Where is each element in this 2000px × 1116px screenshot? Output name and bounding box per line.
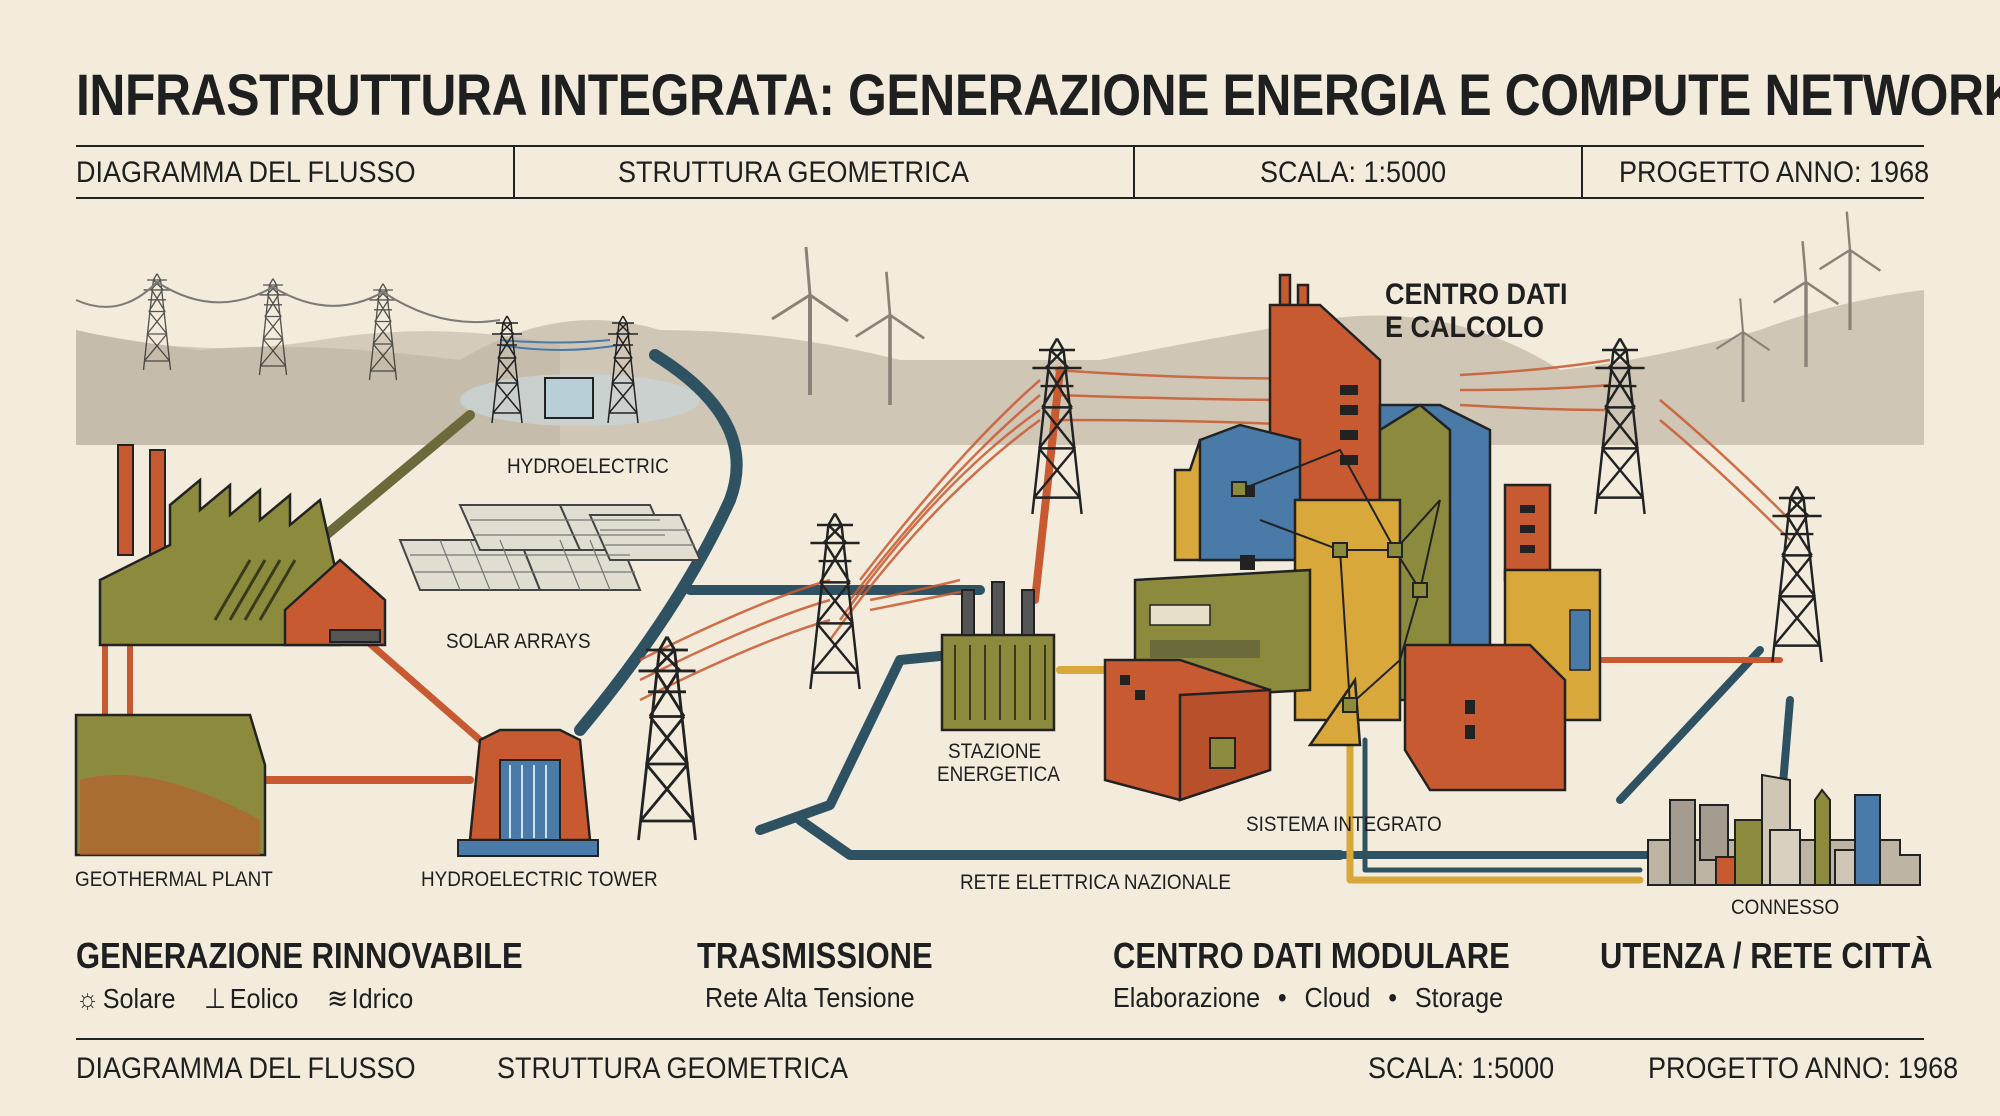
footer-rule xyxy=(76,1038,1924,1040)
datacenter-item-cloud: Cloud xyxy=(1304,982,1371,1013)
bullet-separator: • xyxy=(1277,982,1287,1013)
datacenter-item-processing: Elaborazione xyxy=(1113,982,1261,1013)
header-divider xyxy=(513,145,515,197)
data-center-cluster xyxy=(1103,273,1602,802)
header-scale-label: SCALA: 1:5000 xyxy=(1260,156,1447,189)
header-project-label: PROGETTO ANNO: 1968 xyxy=(1619,156,1930,189)
utility-title: UTENZA / RETE CITTÀ xyxy=(1600,935,1933,976)
national-grid-label: RETE ELETTRICA NAZIONALE xyxy=(960,871,1231,894)
header-divider xyxy=(1133,145,1135,197)
pylon xyxy=(1771,485,1823,664)
datacenter-item-storage: Storage xyxy=(1414,982,1504,1013)
integrated-system-label: SISTEMA INTEGRATO xyxy=(1246,813,1442,836)
header-top-rule xyxy=(76,145,1924,147)
bullet-separator: • xyxy=(1388,982,1398,1013)
transmission-title: TRASMISSIONE xyxy=(697,935,933,976)
building-windows xyxy=(1120,385,1591,769)
hydroelectric-label: HYDROELECTRIC xyxy=(507,455,669,478)
network-nodes xyxy=(1231,448,1441,713)
solar-arrays xyxy=(398,504,702,591)
footer-project-label: PROGETTO ANNO: 1968 xyxy=(1648,1052,1959,1085)
geothermal-factory xyxy=(74,444,387,857)
generation-item-water: Idrico xyxy=(351,983,414,1014)
grid-lines xyxy=(102,349,1794,884)
energy-station-label-line2: ENERGETICA xyxy=(937,763,1060,786)
footer-flow-label: DIAGRAMMA DEL FLUSSO xyxy=(76,1052,416,1085)
solar-arrays-label: SOLAR ARRAYS xyxy=(446,630,591,653)
transmission-subtitle: Rete Alta Tensione xyxy=(705,982,915,1013)
header-bottom-rule xyxy=(76,197,1924,199)
datacenter-title: CENTRO DATI MODULARE xyxy=(1113,935,1510,976)
energy-station-label-line1: STAZIONE xyxy=(948,740,1042,763)
sun-icon: ☼ xyxy=(76,983,100,1014)
datacenter-items: Elaborazione • Cloud • Storage xyxy=(1113,982,1503,1014)
data-center-label-line1: CENTRO DATI xyxy=(1385,278,1568,311)
wind-icon: ⊥ xyxy=(204,983,227,1014)
generation-item-solar: Solare xyxy=(102,983,176,1014)
connected-label: CONNESSO xyxy=(1731,896,1840,919)
header-divider xyxy=(1581,145,1583,197)
data-center-label-line2: E CALCOLO xyxy=(1385,311,1545,344)
geothermal-plant-label: GEOTHERMAL PLANT xyxy=(75,868,273,891)
header-flow-label: DIAGRAMMA DEL FLUSSO xyxy=(76,156,416,189)
footer-scale-label: SCALA: 1:5000 xyxy=(1368,1052,1555,1085)
header-structure-label: STRUTTURA GEOMETRICA xyxy=(618,156,970,189)
hydroelectric-tower xyxy=(457,728,599,857)
water-icon: ≋ xyxy=(326,983,349,1014)
energy-station xyxy=(940,581,1056,732)
hydroelectric-tower-label: HYDROELECTRIC TOWER xyxy=(421,868,658,891)
page-title: INFRASTRUTTURA INTEGRATA: GENERAZIONE EN… xyxy=(76,63,2000,128)
generation-title: GENERAZIONE RINNOVABILE xyxy=(76,935,523,976)
generation-item-wind: Eolico xyxy=(229,983,299,1014)
city-skyline xyxy=(1647,773,1921,886)
generation-items: ☼Solare ⊥Eolico ≋Idrico xyxy=(76,982,413,1015)
distant-pylons xyxy=(75,273,501,381)
footer-structure-label: STRUTTURA GEOMETRICA xyxy=(497,1052,849,1085)
